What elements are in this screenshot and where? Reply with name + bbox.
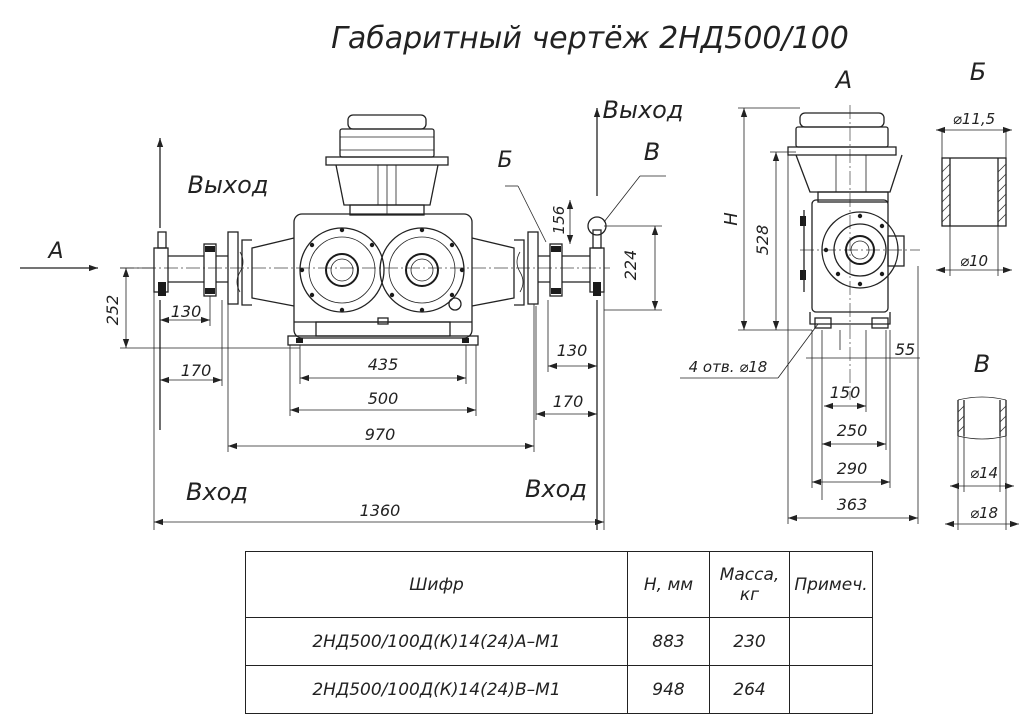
side-lantern [795,154,903,193]
label-view-v-callout: В [644,138,660,166]
front-view: А Выход Выход Б В Вход Вход 1360 970 500… [20,96,683,530]
label-outlet-left: Выход [188,171,269,199]
detail-v-pipe [957,400,1007,436]
dim-970: 970 [365,425,396,444]
dim-156: 156 [550,206,568,235]
detail-b-sleeve [941,157,1007,227]
cell-code: 2НД500/100Д(К)14(24)В–М1 [245,665,628,714]
detail-v-callout [587,216,607,236]
side-motor-body [795,126,889,148]
dim-130-left: 130 [171,302,202,321]
table-header-row: Шифр Н, мм Масса, кг Примеч. [245,551,873,618]
cell-code: 2НД500/100Д(К)14(24)А–М1 [245,617,628,666]
label-view-a-side: А [834,66,852,94]
label-inlet-left: Вход [186,478,248,506]
spec-table: Шифр Н, мм Масса, кг Примеч. 2НД500/100Д… [245,551,873,714]
motor-flange [325,156,449,166]
side-view-a: А Н 528 [680,66,920,524]
label-detail-b: Б [970,58,986,86]
rotor-left [299,227,385,313]
dim-170-right: 170 [553,392,584,411]
dim-b-bottom-diameter: ⌀10 [960,252,988,270]
dim-1360: 1360 [360,501,401,520]
label-inlet-right: Вход [525,475,587,503]
cell-h: 883 [627,617,710,666]
dim-170-left: 170 [181,361,212,380]
dim-252: 252 [103,295,122,326]
dim-b-top-diameter: ⌀11,5 [953,110,995,128]
header-mass-line1: Масса, [719,564,780,585]
dim-150: 150 [830,383,861,402]
motor-fan-cover [347,114,427,130]
dim-435: 435 [368,355,399,374]
header-note: Примеч. [789,551,873,618]
dim-224: 224 [621,250,640,281]
side-motor-cover [799,112,885,128]
cell-mass: 230 [709,617,790,666]
table-row: 2НД500/100Д(К)14(24)В–М1 948 264 [245,665,873,714]
header-code: Шифр [245,551,628,618]
label-holes: 4 отв. ⌀18 [689,358,768,376]
base-frame [287,335,479,346]
dim-130-right: 130 [557,341,588,360]
dim-250: 250 [837,421,868,440]
pump-housing [293,213,473,339]
cell-mass: 264 [709,665,790,714]
dim-363: 363 [837,495,868,514]
left-cone [251,237,295,307]
cell-note [789,665,873,714]
header-mass: Масса, кг [709,551,790,618]
dim-290: 290 [837,459,868,478]
detail-v: В ⌀14 ⌀18 [945,350,1019,530]
cell-h: 948 [627,665,710,714]
dim-528: 528 [753,225,772,256]
motor-body [339,128,435,158]
dim-55: 55 [895,340,915,359]
right-flange [527,231,539,305]
left-flange [227,231,239,305]
detail-b: Б ⌀11,5 ⌀10 [936,58,1012,276]
header-mass-line2: кг [739,584,760,605]
table-row: 2НД500/100Д(К)14(24)А–М1 883 230 [245,617,873,666]
dim-v-mid-diameter: ⌀14 [970,464,998,482]
label-view-a-left: А [46,239,63,264]
header-h: Н, мм [627,551,710,618]
label-detail-v: В [974,350,990,378]
cell-note [789,617,873,666]
drawing-title: Габаритный чертёж 2НД500/100 [331,21,849,56]
label-view-b-callout: Б [497,148,512,173]
side-rotor [821,211,899,289]
right-cone [471,237,515,307]
dim-height-h: Н [721,212,742,226]
label-outlet-right: Выход [603,96,684,124]
dim-500: 500 [368,389,399,408]
dim-v-bottom-diameter: ⌀18 [970,504,998,522]
side-base [809,312,891,325]
